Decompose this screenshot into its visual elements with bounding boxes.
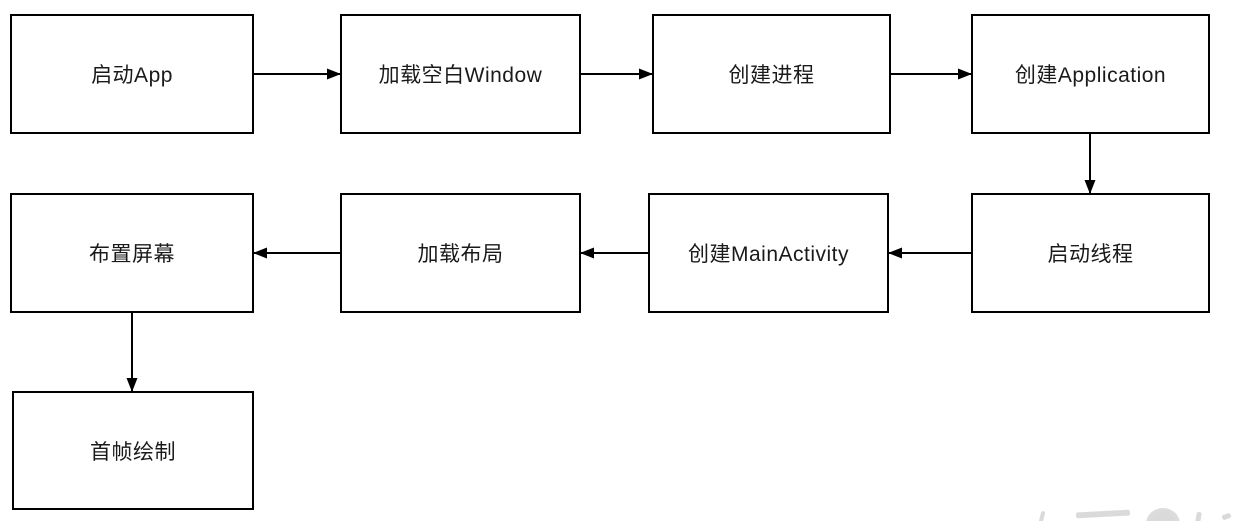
flow-node-create-mainactivity: 创建MainActivity — [648, 193, 889, 313]
watermark-fragment — [1146, 508, 1180, 521]
node-label: 启动App — [91, 64, 173, 87]
flow-node-start-thread: 启动线程 — [971, 193, 1210, 313]
node-label: 首帧绘制 — [90, 440, 176, 464]
node-label: 加载空白Window — [378, 64, 543, 87]
watermark-fragment — [1038, 510, 1046, 521]
node-label: 启动线程 — [1047, 243, 1134, 266]
watermark-fragment — [1195, 511, 1202, 521]
flow-node-load-blank-window: 加载空白Window — [340, 14, 581, 134]
flow-node-load-layout: 加载布局 — [340, 193, 581, 313]
node-label: 创建进程 — [728, 64, 815, 87]
flow-node-create-application: 创建Application — [971, 14, 1210, 134]
node-label: 创建Application — [1014, 64, 1167, 87]
flow-node-create-process: 创建进程 — [652, 14, 891, 134]
watermark-fragment — [1075, 509, 1131, 519]
flow-node-start-app: 启动App — [10, 14, 254, 134]
flow-node-first-frame-draw: 首帧绘制 — [12, 391, 254, 510]
watermark-fragment — [1221, 512, 1232, 521]
flow-node-layout-screen: 布置屏幕 — [10, 193, 254, 313]
node-label: 布置屏幕 — [89, 243, 175, 266]
node-label: 加载布局 — [417, 243, 504, 266]
node-label: 创建MainActivity — [687, 243, 850, 266]
watermark — [1028, 504, 1240, 521]
